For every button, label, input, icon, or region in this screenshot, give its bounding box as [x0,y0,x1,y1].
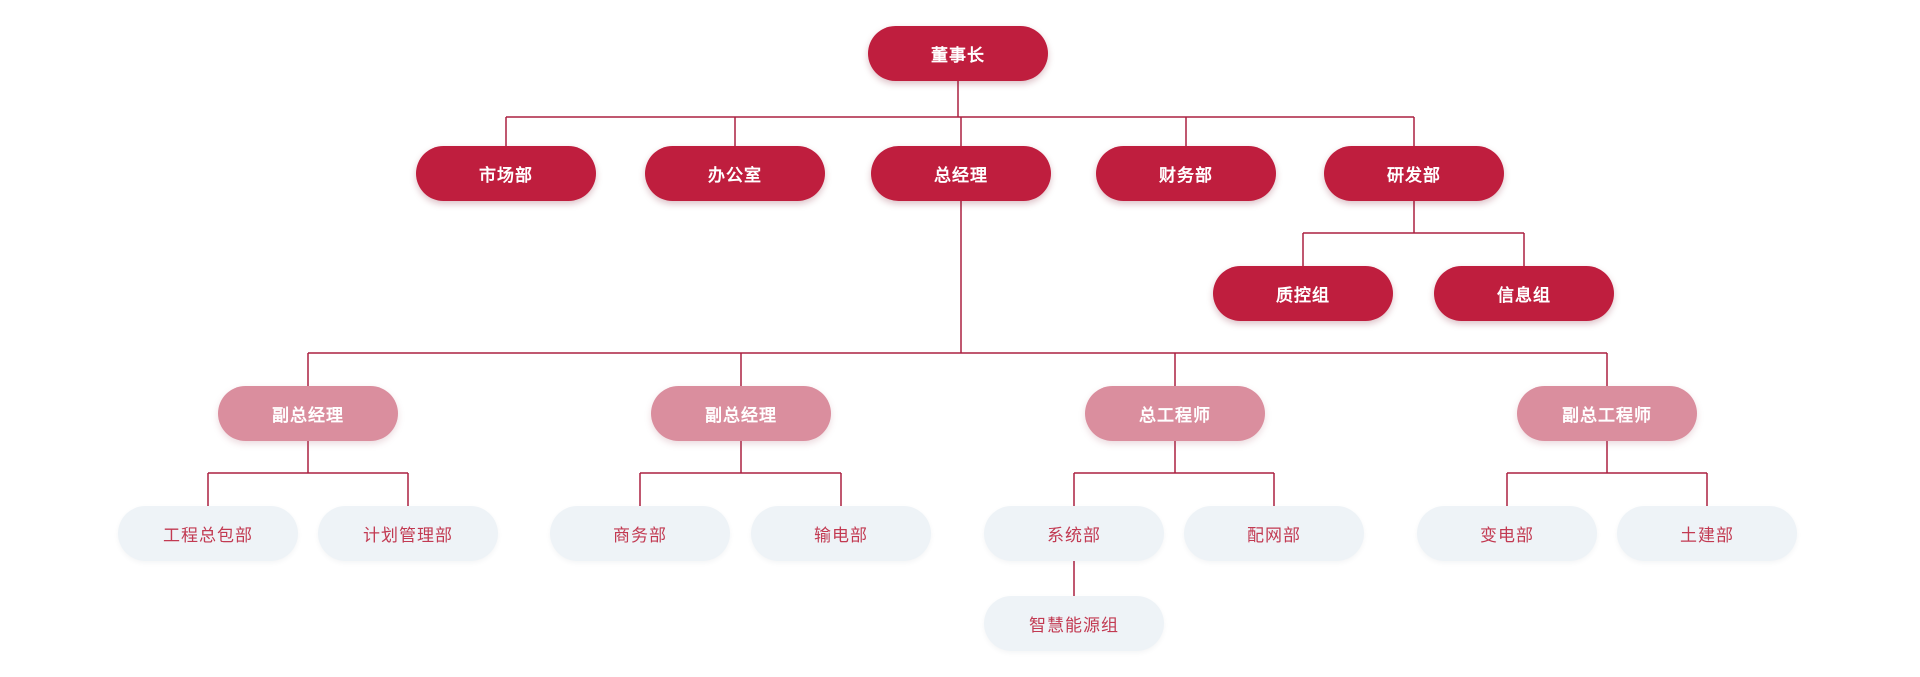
org-node-deputy-gm-1[interactable]: 副总经理 [218,386,398,441]
org-node-label: 配网部 [1247,526,1301,545]
org-node-label: 研发部 [1387,166,1441,185]
org-node-chairman[interactable]: 董事长 [868,26,1048,81]
org-node-information[interactable]: 信息组 [1434,266,1614,321]
org-node-substation[interactable]: 变电部 [1417,506,1597,561]
org-node-chief-engineer[interactable]: 总工程师 [1085,386,1265,441]
org-node-label: 总工程师 [1139,406,1211,425]
org-node-label: 智慧能源组 [1029,616,1119,635]
org-node-label: 财务部 [1159,166,1213,185]
org-node-label: 副总经理 [705,406,777,425]
org-node-label: 总经理 [934,166,988,185]
org-node-quality-control[interactable]: 质控组 [1213,266,1393,321]
org-node-marketing[interactable]: 市场部 [416,146,596,201]
org-node-label: 市场部 [479,166,533,185]
org-node-epc[interactable]: 工程总包部 [118,506,298,561]
org-node-deputy-chief-engineer[interactable]: 副总工程师 [1517,386,1697,441]
org-node-label: 土建部 [1680,526,1734,545]
org-node-label: 董事长 [931,46,985,65]
org-node-label: 办公室 [708,166,762,185]
org-node-label: 变电部 [1480,526,1534,545]
org-node-label: 工程总包部 [163,526,253,545]
org-node-transmission[interactable]: 输电部 [751,506,931,561]
org-node-planning[interactable]: 计划管理部 [318,506,498,561]
org-node-deputy-gm-2[interactable]: 副总经理 [651,386,831,441]
org-node-label: 信息组 [1497,286,1551,305]
org-node-distribution[interactable]: 配网部 [1184,506,1364,561]
org-node-label: 质控组 [1276,286,1330,305]
org-node-rnd[interactable]: 研发部 [1324,146,1504,201]
org-node-label: 计划管理部 [363,526,453,545]
org-node-label: 商务部 [613,526,667,545]
org-node-civil[interactable]: 土建部 [1617,506,1797,561]
org-node-general-manager[interactable]: 总经理 [871,146,1051,201]
org-node-label: 副总工程师 [1562,406,1652,425]
org-node-label: 输电部 [814,526,868,545]
org-node-label: 副总经理 [272,406,344,425]
org-node-office[interactable]: 办公室 [645,146,825,201]
org-node-business[interactable]: 商务部 [550,506,730,561]
org-node-label: 系统部 [1047,526,1101,545]
org-node-system[interactable]: 系统部 [984,506,1164,561]
org-node-finance[interactable]: 财务部 [1096,146,1276,201]
org-node-smart-energy[interactable]: 智慧能源组 [984,596,1164,651]
